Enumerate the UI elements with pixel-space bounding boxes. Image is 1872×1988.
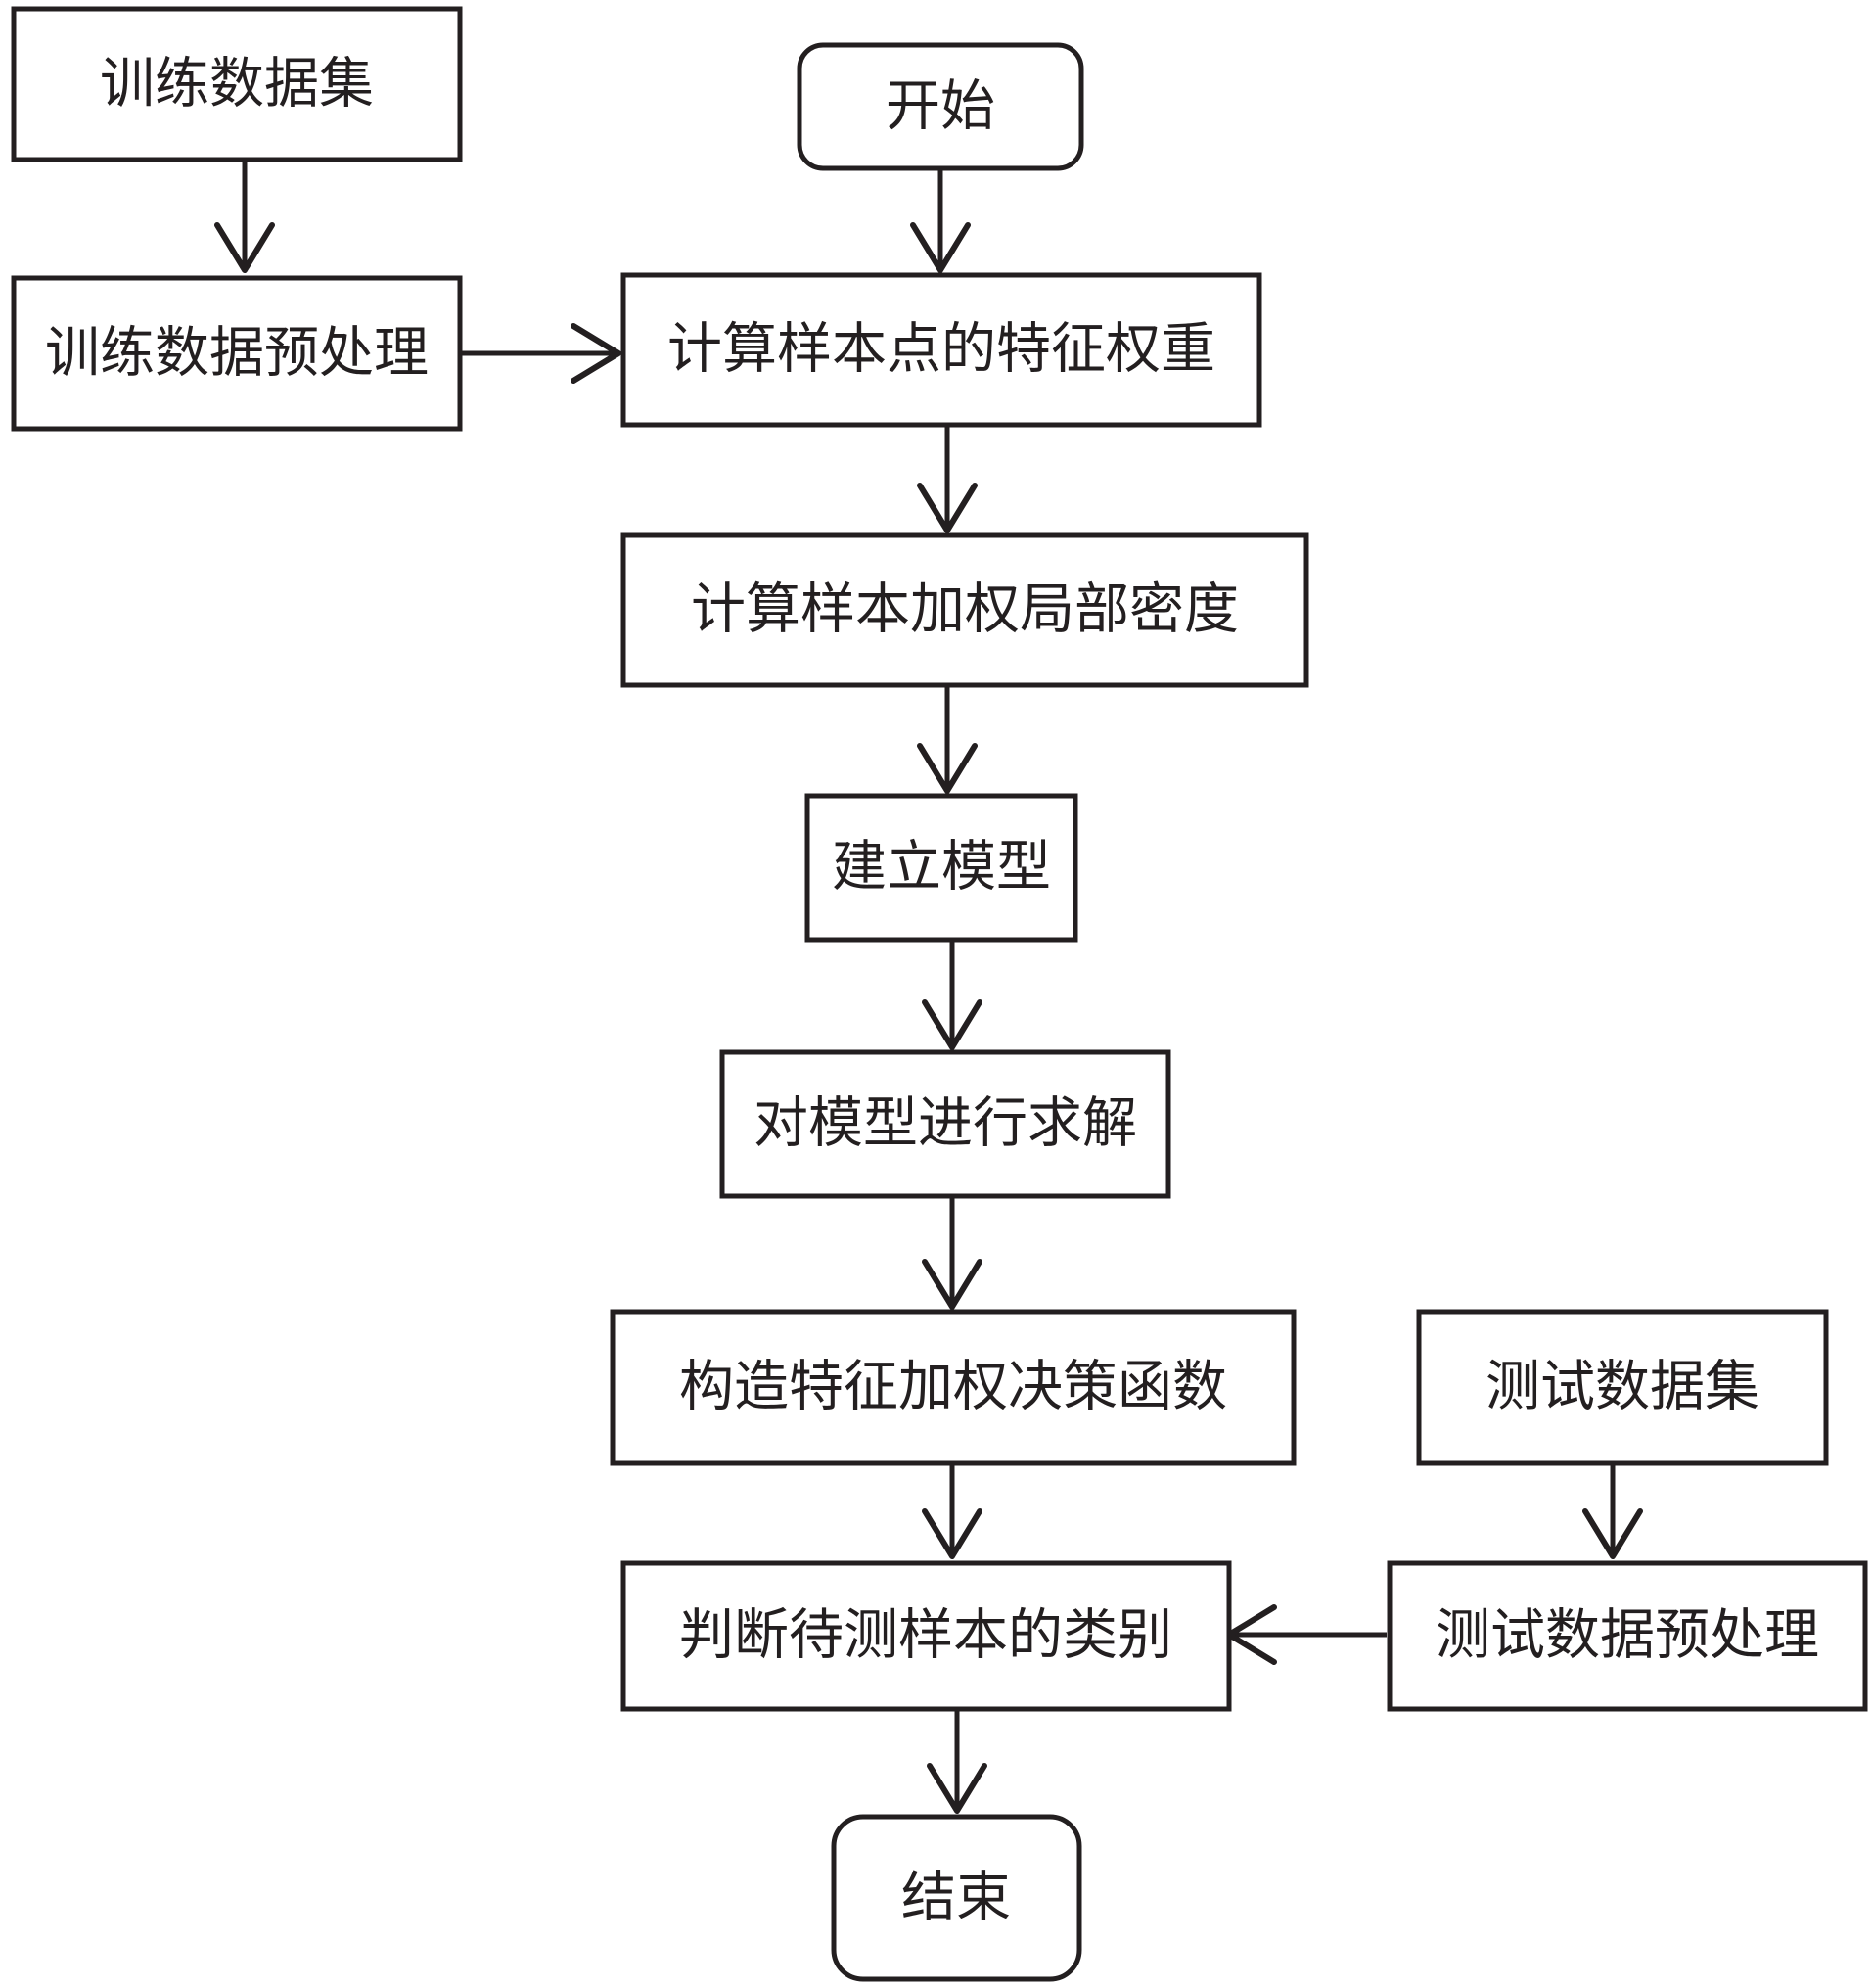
node-classify-sample-label: 判断待测样本的类别 <box>679 1604 1172 1668</box>
node-start-label: 开始 <box>886 75 995 139</box>
edge-classify-to-end <box>927 1709 987 1814</box>
node-compute-weighted-density-label: 计算样本加权局部密度 <box>691 578 1239 642</box>
edge-build-model-to-solve <box>922 940 982 1050</box>
node-compute-feature-weights: 计算样本点的特征权重 <box>620 272 1262 428</box>
edge-solve-to-decision-function <box>922 1196 982 1310</box>
node-start: 开始 <box>797 42 1084 171</box>
node-train-preprocess: 训练数据预处理 <box>11 275 463 432</box>
node-train-dataset-label: 训练数据集 <box>100 53 374 116</box>
node-solve-model-label: 对模型进行求解 <box>753 1092 1137 1156</box>
node-solve-model: 对模型进行求解 <box>719 1049 1171 1199</box>
node-build-model: 建立模型 <box>804 793 1078 943</box>
edge-density-to-build-model <box>917 685 978 794</box>
node-train-dataset: 训练数据集 <box>11 6 463 162</box>
node-test-dataset: 测试数据集 <box>1416 1309 1829 1466</box>
node-test-dataset-label: 测试数据集 <box>1485 1356 1759 1419</box>
node-end-label: 结束 <box>901 1867 1011 1930</box>
flow-nodes: 训练数据集 训练数据预处理 开始 计算样本点的特征权重 计算样本加权局部密度 建… <box>11 6 1868 1982</box>
node-end: 结束 <box>831 1814 1082 1982</box>
edge-decision-function-to-classify <box>922 1463 982 1559</box>
node-compute-feature-weights-label: 计算样本点的特征权重 <box>667 318 1215 382</box>
edge-train-preprocess-to-feature-weights <box>460 323 621 384</box>
edge-train-dataset-to-preprocess <box>214 160 275 273</box>
edge-test-preprocess-to-classify <box>1226 1604 1387 1665</box>
edge-start-to-feature-weights <box>910 168 971 273</box>
flow-edges <box>214 160 1643 1814</box>
node-construct-decision-function-label: 构造特征加权决策函数 <box>679 1356 1227 1419</box>
node-compute-weighted-density: 计算样本加权局部密度 <box>620 532 1309 688</box>
edge-test-dataset-to-preprocess <box>1582 1463 1643 1559</box>
node-train-preprocess-label: 训练数据预处理 <box>45 322 429 386</box>
node-test-preprocess: 测试数据预处理 <box>1387 1560 1868 1712</box>
node-test-preprocess-label: 测试数据预处理 <box>1436 1604 1819 1668</box>
node-build-model-label: 建立模型 <box>832 836 1051 900</box>
edge-feature-weights-to-density <box>917 425 978 533</box>
node-classify-sample: 判断待测样本的类别 <box>620 1560 1232 1712</box>
node-construct-decision-function: 构造特征加权决策函数 <box>610 1309 1297 1466</box>
